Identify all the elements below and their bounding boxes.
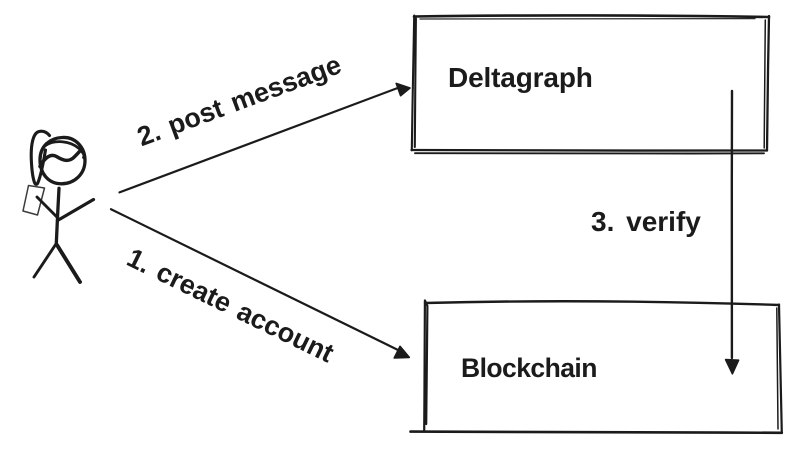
- svg-text:Deltagraph: Deltagraph: [448, 62, 593, 93]
- svg-text:Blockchain: Blockchain: [461, 353, 597, 383]
- svg-text:2. post message: 2. post message: [133, 49, 345, 152]
- svg-text:3. verify: 3. verify: [591, 206, 701, 237]
